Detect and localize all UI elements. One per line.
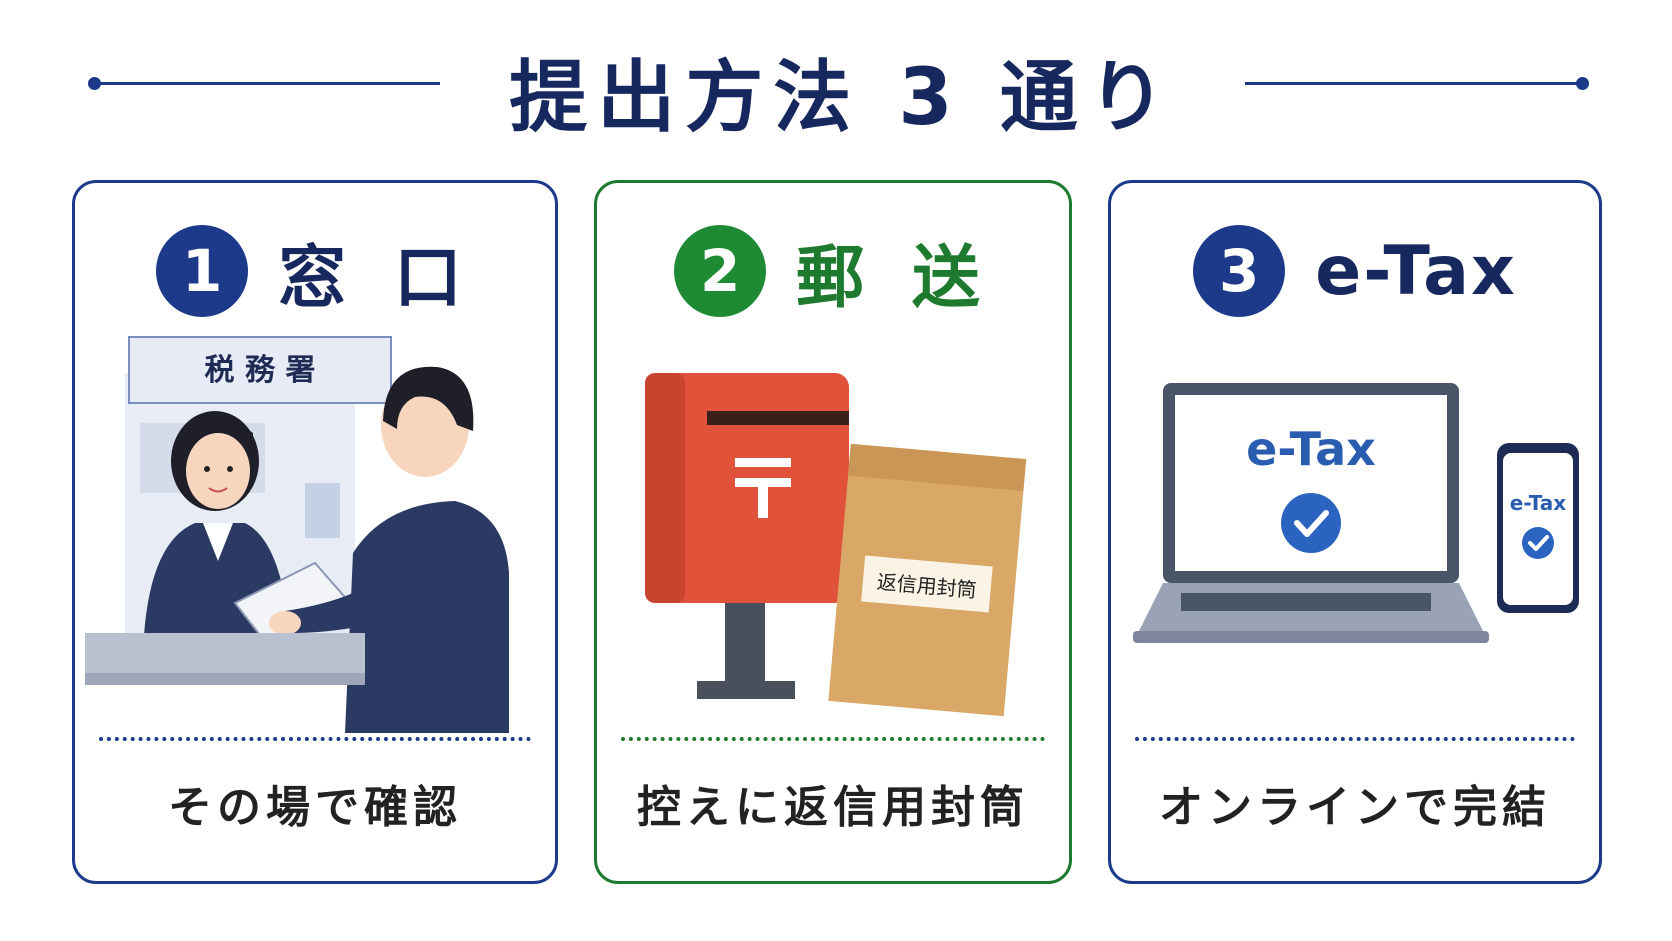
card-header: 1 窓 口 — [75, 223, 555, 319]
tax-office-counter-illustration: 税 務 署 — [85, 333, 545, 733]
card-header: 3 e-Tax — [1111, 223, 1599, 319]
card-caption: オンラインで完結 — [1159, 782, 1551, 833]
card-mail: 2 郵 送 返信用封筒 控えに返信用封筒 — [594, 180, 1072, 884]
tax-office-sign: 税 務 署 — [205, 353, 316, 388]
card-title: e-Tax — [1315, 231, 1517, 311]
check-icon — [1522, 527, 1554, 559]
card-title: 郵 送 — [796, 238, 992, 318]
header-rule-right — [1245, 77, 1589, 90]
dotted-divider — [1135, 737, 1575, 741]
check-icon — [1281, 493, 1341, 553]
number-badge: 2 — [674, 225, 767, 317]
card-counter: 1 窓 口 税 務 署 — [72, 180, 558, 884]
dotted-divider — [621, 737, 1045, 741]
card-caption: その場で確認 — [168, 782, 462, 833]
card-caption: 控えに返信用封筒 — [637, 782, 1029, 833]
etax-device-illustration: e-Tax e-Tax — [1121, 333, 1589, 733]
laptop-etax-text: e-Tax — [1246, 422, 1376, 476]
dotted-divider — [99, 737, 531, 741]
rule-dot — [88, 77, 101, 90]
card-etax: 3 e-Tax e-Tax e-Tax オンラインで完結 — [1108, 180, 1602, 884]
header-rule-left — [88, 77, 440, 90]
number-badge: 3 — [1193, 225, 1286, 317]
rule-dot — [1576, 77, 1589, 90]
card-header: 2 郵 送 — [597, 223, 1069, 319]
page-title: 提出方法 3 通り — [509, 53, 1176, 143]
card-title: 窓 口 — [278, 238, 474, 318]
phone-etax-text: e-Tax — [1510, 491, 1566, 515]
number-badge: 1 — [156, 225, 249, 317]
mail-illustration: 返信用封筒 — [607, 333, 1059, 733]
